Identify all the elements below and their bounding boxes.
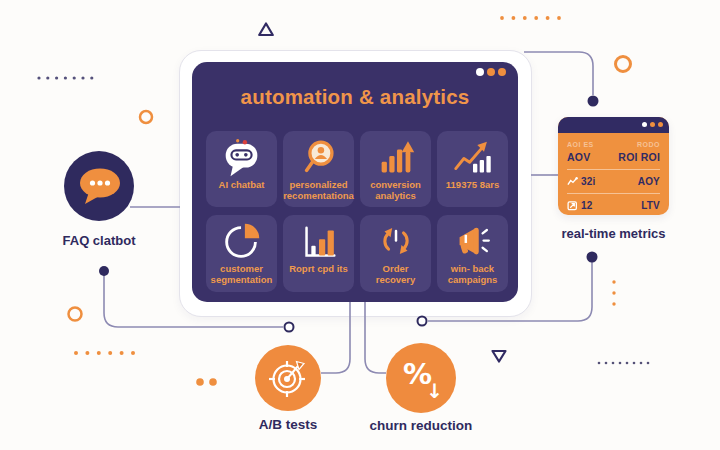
connector-panel-abtests: [321, 300, 350, 373]
customer-segmentation-icon: [219, 219, 265, 265]
connector-dot: [99, 266, 109, 276]
megaphone-icon: [450, 219, 496, 265]
tile-win-back[interactable]: win- back campaigns: [437, 215, 508, 292]
window-dots[interactable]: [642, 122, 663, 127]
dots-row-navy: [37, 76, 93, 79]
dots-row-navy: [598, 362, 650, 365]
dots-column-orange: [612, 280, 615, 305]
dots-row-orange: [74, 351, 135, 355]
tile-grid: AI chatbat personalized recomentationa: [206, 131, 508, 292]
window-dots[interactable]: [476, 68, 506, 76]
triangle-down-icon: [493, 351, 506, 362]
tile-conversion-analytics[interactable]: conversion analytics: [360, 131, 431, 207]
churn-reduction-node[interactable]: %↓: [386, 343, 456, 413]
connector-panel-churn: [365, 300, 386, 373]
tile-ai-chatbot[interactable]: AI chatbat: [206, 131, 277, 207]
divider: [567, 193, 660, 194]
tile-personalized-recommendations[interactable]: personalized recomentationa: [283, 131, 354, 207]
tile-customer-segmentation[interactable]: customer segmentation: [206, 215, 277, 292]
connector-ring: [285, 323, 294, 332]
order-recovery-icon: [373, 219, 419, 265]
main-panel: automation & analytics AI chatbat: [192, 62, 518, 302]
faq-chatbot-label: FAQ clatbot: [29, 233, 169, 248]
tile-trend-chart[interactable]: 119375 8ars: [437, 131, 508, 207]
ab-tests-label: A/B tests: [218, 417, 358, 432]
circle-outline-decor: [616, 57, 631, 72]
personalized-recommendations-icon: [296, 135, 342, 181]
metrics-label: real-time metrics: [553, 226, 674, 241]
metrics-row: 12 LTV: [567, 200, 660, 211]
dots-row-orange: [500, 16, 561, 20]
tile-report-chart[interactable]: Roprt cpd its: [283, 215, 354, 292]
metrics-header: [558, 117, 669, 133]
conversion-analytics-icon: [373, 135, 419, 181]
metrics-panel[interactable]: AOI ESRODO AOVROI ROI 32i AOY 12 LTV: [558, 117, 669, 215]
percent-down-icon: %↓: [398, 355, 444, 401]
target-icon: [263, 353, 313, 403]
chat-bubble-icon: [73, 162, 125, 210]
divider: [567, 169, 660, 170]
box-arrow-icon: [567, 200, 578, 211]
circle-outline-decor: [69, 308, 82, 321]
tile-order-recovery[interactable]: Order recovery: [360, 215, 431, 292]
triangle-up-icon: [259, 24, 273, 36]
connector-panel-metrics-top: [524, 52, 593, 95]
dot-decor: [196, 378, 204, 386]
circle-outline-decor: [140, 111, 152, 123]
panel-title: automation & analytics: [192, 85, 518, 109]
ab-tests-node[interactable]: [255, 345, 321, 411]
metrics-row: AOVROI ROI: [567, 151, 660, 163]
faq-chatbot-node[interactable]: [64, 151, 134, 221]
metrics-faint-row: AOI ESRODO: [567, 141, 660, 148]
metrics-row: 32i AOY: [567, 176, 660, 187]
dot-decor: [209, 378, 217, 386]
connector-ring: [418, 317, 427, 326]
connector-dot: [588, 96, 599, 107]
churn-reduction-label: churn reduction: [351, 418, 491, 433]
ai-chatbot-icon: [219, 135, 265, 181]
trend-chart-icon: [450, 135, 496, 181]
mini-chart-icon: [567, 176, 578, 187]
connector-dot: [587, 252, 598, 263]
report-chart-icon: [296, 219, 342, 265]
